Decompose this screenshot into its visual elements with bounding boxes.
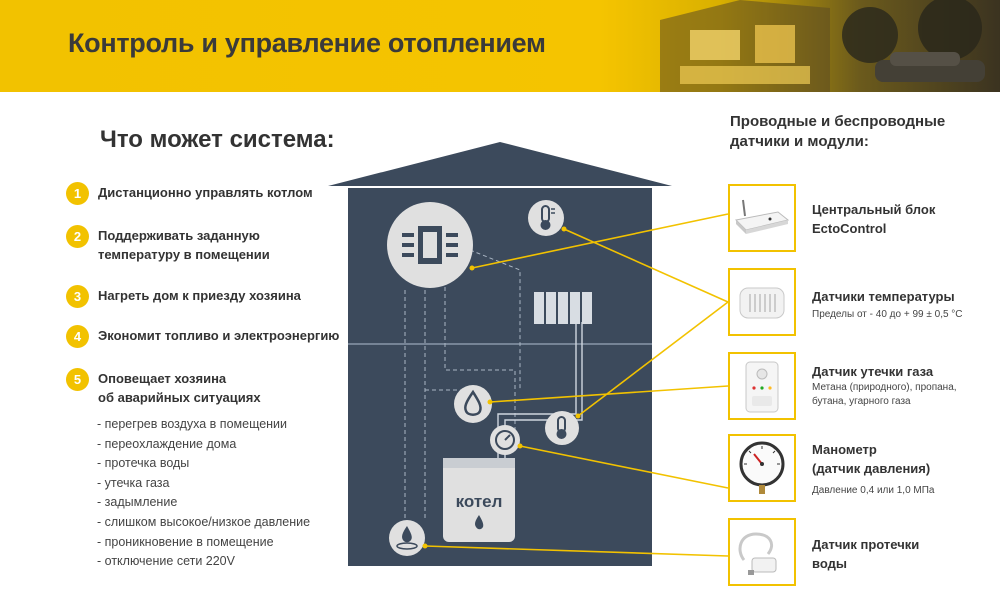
sensor-name: Датчики температуры xyxy=(812,289,955,304)
thermometer-icon xyxy=(545,411,579,445)
sensor-description: Метана (природного), пропана, бутана, уг… xyxy=(812,382,957,407)
page-title: Контроль и управление отоплением xyxy=(68,28,546,58)
alert-list: - перегрев воздуха в помещении - переохл… xyxy=(97,415,310,572)
sensors-title: Проводные и беспроводные датчики и модул… xyxy=(730,113,946,150)
gas-detector-icon xyxy=(745,361,779,413)
sensor-image-frame xyxy=(728,352,796,420)
capability-item: 1 Дистанционно управлять котлом xyxy=(66,182,313,205)
capability-text: Экономит топливо и электроэнергию xyxy=(98,328,340,343)
alert-item: - переохлаждение дома xyxy=(97,436,237,451)
sensor-image-frame xyxy=(728,268,796,336)
sensor-image-frame xyxy=(728,184,796,252)
connector-lines xyxy=(424,213,729,557)
capability-text: Оповещает хозяина об аварийных ситуациях xyxy=(98,371,261,405)
number-badge: 5 xyxy=(66,368,89,391)
number-badge: 4 xyxy=(66,325,89,348)
alert-item: - утечка газа xyxy=(97,475,170,490)
sensor-description: Пределы от - 40 до + 99 ± 0,5 °С xyxy=(812,309,963,320)
number-badge: 3 xyxy=(66,285,89,308)
router-icon xyxy=(734,199,790,234)
capability-text: Нагреть дом к приезду хозяина xyxy=(98,288,301,303)
radiator-icon xyxy=(534,292,592,324)
thermometer-icon xyxy=(528,200,564,236)
connector-dots xyxy=(422,226,581,549)
capability-item: 3 Нагреть дом к приезду хозяина xyxy=(66,285,301,308)
sensor-image-frame xyxy=(728,434,796,502)
header-banner: Контроль и управление отоплением xyxy=(0,0,1000,92)
alert-item: - протечка воды xyxy=(97,456,190,471)
manometer-icon xyxy=(739,441,785,494)
number-badge: 1 xyxy=(66,182,89,205)
house-roof xyxy=(328,142,672,186)
boiler-label: котел xyxy=(456,492,503,511)
number-badge: 2 xyxy=(66,225,89,248)
house-photo xyxy=(660,0,985,92)
alert-item: - задымление xyxy=(97,495,178,510)
controller-icon xyxy=(387,202,473,288)
sensor-name: Датчик утечки газа xyxy=(812,364,934,379)
capability-text: Поддерживать заданную температуру в поме… xyxy=(98,228,270,262)
capabilities-title: Что может система: xyxy=(100,126,335,153)
capability-item: 2 Поддерживать заданную температуру в по… xyxy=(66,225,270,264)
gas-sensor-icon xyxy=(454,385,492,423)
boiler-icon: котел xyxy=(443,458,515,542)
sensor-image-frame xyxy=(728,518,796,586)
alert-item: - перегрев воздуха в помещении xyxy=(97,417,288,431)
sensor-name: Датчик протечки воды xyxy=(812,537,920,571)
sensor-name: Центральный блок EctoControl xyxy=(812,202,936,236)
water-leak-icon xyxy=(389,520,425,556)
alert-item: - проникновение в помещение xyxy=(97,534,274,549)
capability-item: 4 Экономит топливо и электроэнергию xyxy=(66,325,339,348)
capability-text: Дистанционно управлять котлом xyxy=(98,185,313,200)
alert-item: - отключение сети 220V xyxy=(97,554,235,569)
manometer-icon xyxy=(490,425,520,455)
alert-item: - слишком высокое/низкое давление xyxy=(97,514,311,529)
leak-sensor-icon xyxy=(738,532,777,575)
temperature-sensor-icon xyxy=(739,287,785,319)
sensor-description: Давление 0,4 или 1,0 МПа xyxy=(812,485,935,496)
sensor-name: Манометр (датчик давления) xyxy=(812,442,931,476)
wiring xyxy=(404,249,521,528)
capability-item: 5 Оповещает хозяина об аварийных ситуаци… xyxy=(66,368,261,407)
